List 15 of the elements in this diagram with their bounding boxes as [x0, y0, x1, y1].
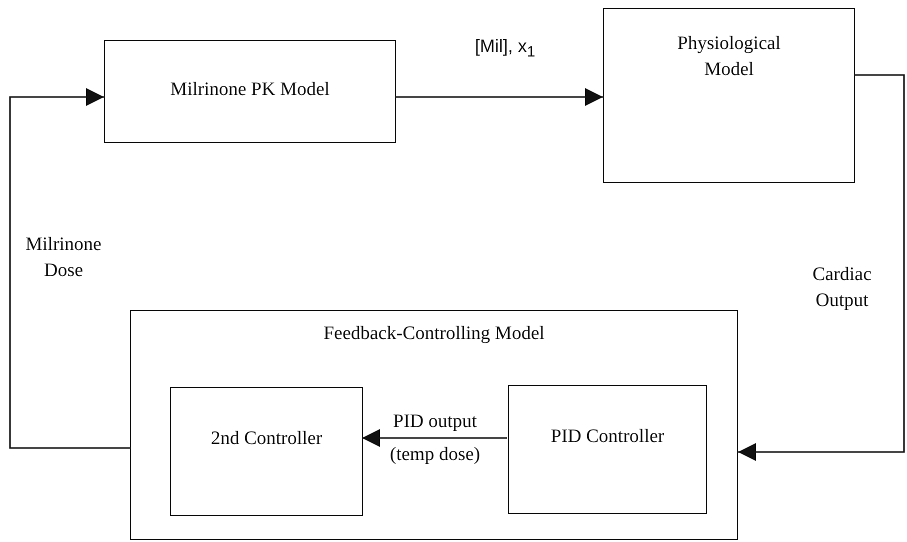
- box-label: Physiological Model: [676, 32, 782, 82]
- arrow: [738, 74, 905, 461]
- box-label: PID Controller: [550, 425, 666, 449]
- process-box: [603, 8, 855, 183]
- arrow: [9, 88, 130, 449]
- process-box: [104, 40, 396, 143]
- box-label: Milrinone PK Model: [169, 78, 331, 102]
- group-box: [130, 310, 738, 540]
- arrow: [396, 88, 603, 106]
- group-title: Feedback-Controlling Model: [322, 322, 546, 346]
- process-box: [170, 387, 363, 516]
- arrow: [362, 429, 507, 447]
- edge-label: PID output (temp dose): [388, 410, 482, 468]
- box-label: 2nd Controller: [210, 427, 324, 451]
- process-box: [508, 385, 707, 514]
